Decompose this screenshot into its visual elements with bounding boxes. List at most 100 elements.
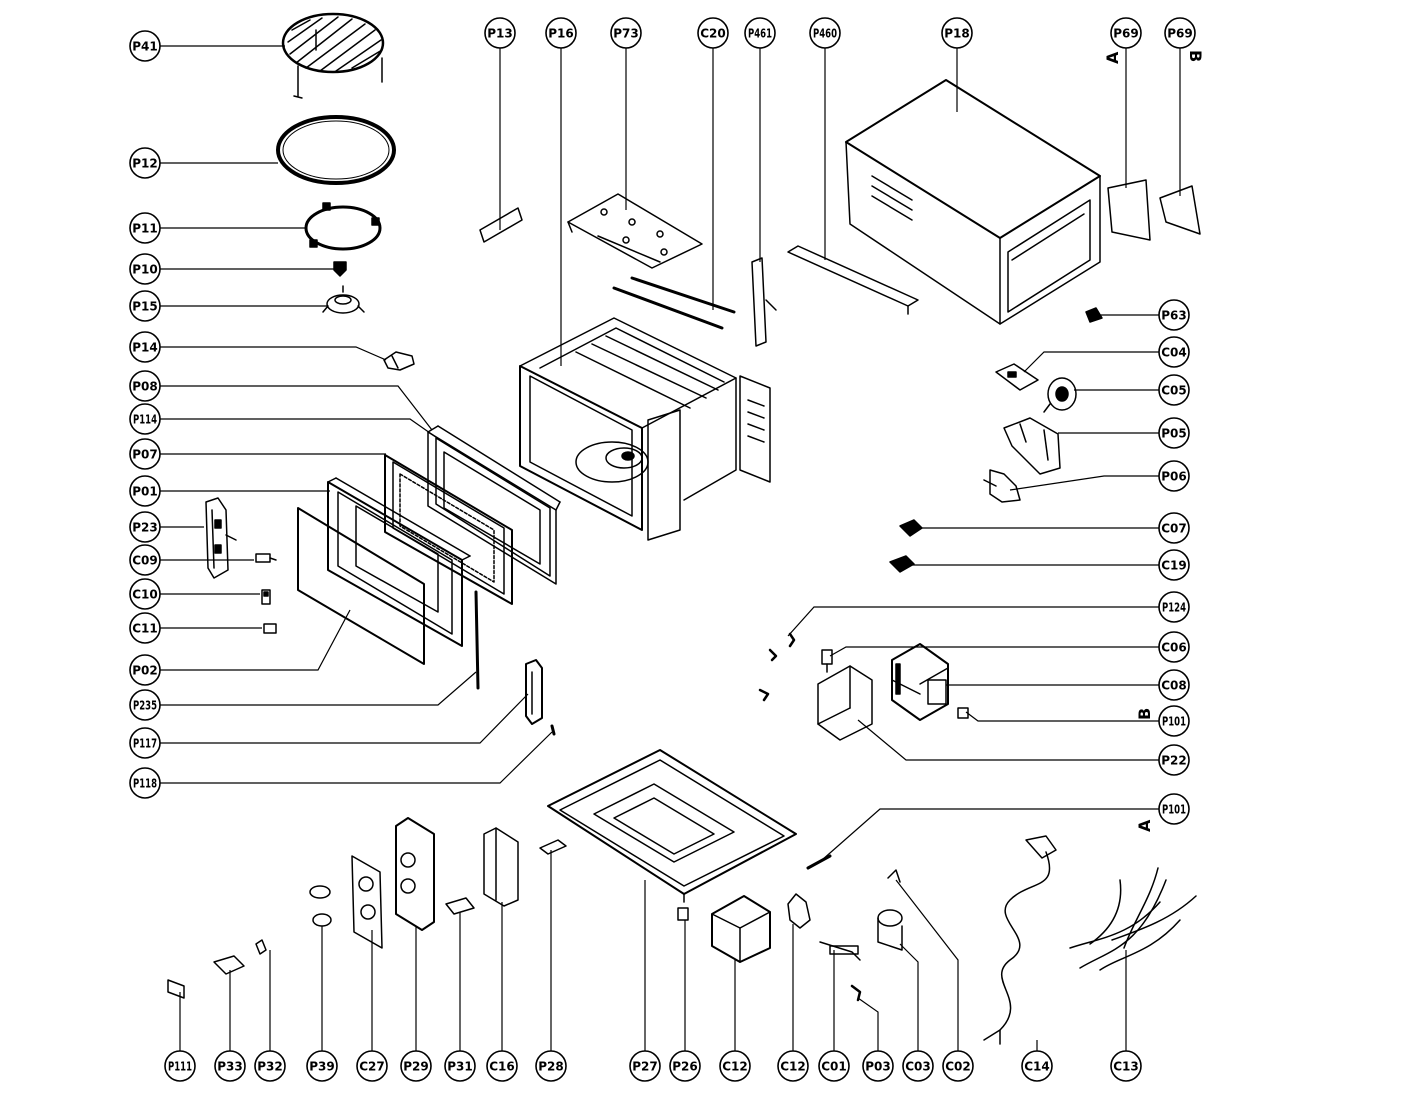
callout-label: C12 — [780, 1060, 806, 1074]
callout-p03: P03 — [862, 1050, 894, 1082]
callout-circle — [1110, 1050, 1142, 1082]
knob-p39-part — [309, 885, 332, 927]
callout-label: C14 — [1024, 1060, 1050, 1074]
foot-p26-part — [677, 907, 689, 921]
callout-p63: P63 — [1158, 299, 1190, 331]
callout-p73: P73 — [610, 17, 642, 49]
roller-guide-part — [304, 202, 382, 251]
base-plate-part — [547, 749, 797, 903]
callout-label: P111 — [168, 1060, 192, 1074]
callout-circle — [306, 1050, 338, 1082]
callout-p26: P26 — [669, 1050, 701, 1082]
callout-circle — [1110, 17, 1142, 49]
callout-circle — [535, 1050, 567, 1082]
callout-p41: P41 — [129, 30, 161, 62]
callout-circle — [129, 544, 161, 576]
variant-mark-a-lower: A — [1135, 819, 1154, 832]
callout-circle — [129, 403, 161, 435]
callout-circle — [400, 1050, 432, 1082]
callout-c16: C16 — [486, 1050, 518, 1082]
door-part — [327, 477, 471, 647]
callout-c11: C11 — [129, 612, 161, 644]
callout-p11: P11 — [129, 212, 161, 244]
callout-label: P12 — [132, 157, 158, 171]
callout-p05: P05 — [1158, 417, 1190, 449]
callout-p39: P39 — [306, 1050, 338, 1082]
callout-c04: C04 — [1158, 336, 1190, 368]
callout-p69b: P69 — [1164, 17, 1196, 49]
callout-label: C01 — [821, 1060, 847, 1074]
leader-line-p101a — [821, 808, 1159, 861]
leader-line-p235 — [160, 671, 477, 706]
callout-circle — [545, 17, 577, 49]
leader-line-p114 — [160, 418, 441, 441]
door-glass-part — [297, 507, 425, 665]
callout-circle — [129, 767, 161, 799]
callout-circle — [744, 17, 776, 49]
callout-p31: P31 — [444, 1050, 476, 1082]
callout-c06: C06 — [1158, 631, 1190, 663]
callout-p460: P460 — [809, 17, 841, 49]
callout-label: P27 — [632, 1060, 658, 1074]
callout-circle — [1158, 336, 1190, 368]
callout-label: P06 — [1161, 470, 1187, 484]
callout-label: P29 — [403, 1060, 429, 1074]
callout-c10: C10 — [129, 578, 161, 610]
diode-p03-part — [850, 984, 862, 1002]
callout-label: P23 — [132, 521, 158, 535]
leader-line-c02 — [895, 879, 959, 1051]
callout-circle — [697, 17, 729, 49]
callout-circle — [444, 1050, 476, 1082]
leader-line-p124 — [787, 606, 1159, 637]
callout-label: C02 — [945, 1060, 971, 1074]
callout-p08: P08 — [129, 370, 161, 402]
leader-line-p06 — [1009, 475, 1159, 491]
callout-c09: C09 — [129, 544, 161, 576]
callout-circle — [486, 1050, 518, 1082]
turntable-motor-part — [322, 285, 365, 314]
callout-label: C16 — [489, 1060, 515, 1074]
switch-c10-part — [261, 589, 271, 605]
variant-mark-a: A — [1103, 51, 1122, 64]
pcb-c04-part — [995, 363, 1039, 391]
callout-circle — [164, 1050, 196, 1082]
thermostat-c19-part — [889, 555, 915, 573]
callout-circle — [1158, 417, 1190, 449]
callout-label: P117 — [133, 737, 157, 751]
callout-circle — [1158, 744, 1190, 776]
callout-p101a: P101 — [1158, 793, 1190, 825]
callout-circle — [942, 1050, 974, 1082]
switch-c11-part — [263, 623, 277, 634]
callout-circle — [1158, 793, 1190, 825]
callout-p69a: P69 — [1110, 17, 1142, 49]
callout-circle — [129, 475, 161, 507]
callout-label: C12 — [722, 1060, 748, 1074]
callout-label: C07 — [1161, 522, 1187, 536]
callout-label: P28 — [538, 1060, 564, 1074]
control-panel-p29-part — [395, 817, 435, 931]
callout-circle — [610, 17, 642, 49]
leader-line-p03 — [857, 997, 879, 1051]
callout-label: P63 — [1161, 309, 1187, 323]
switch-c09-part — [255, 553, 277, 563]
callout-circle — [1158, 374, 1190, 406]
callout-label: P69 — [1167, 27, 1193, 41]
leader-line-p02 — [160, 609, 351, 671]
callout-circle — [1158, 512, 1190, 544]
callout-circle — [1158, 669, 1190, 701]
rod-p101-part — [806, 854, 832, 870]
callout-circle — [129, 689, 161, 721]
push-button-p33-part — [213, 955, 245, 975]
callout-p07: P07 — [129, 438, 161, 470]
callout-c03: C03 — [902, 1050, 934, 1082]
leader-line-p118 — [160, 731, 553, 784]
callout-circle — [777, 1050, 809, 1082]
callout-p111: P111 — [164, 1050, 196, 1082]
callout-label: P14 — [132, 341, 158, 355]
callout-circle — [1021, 1050, 1053, 1082]
spring-p32-part — [255, 939, 267, 955]
leader-line-c03 — [899, 943, 919, 1051]
callout-label: P118 — [133, 777, 157, 791]
callout-label: P13 — [487, 27, 513, 41]
hv-capacitor-c03-part — [877, 909, 903, 951]
